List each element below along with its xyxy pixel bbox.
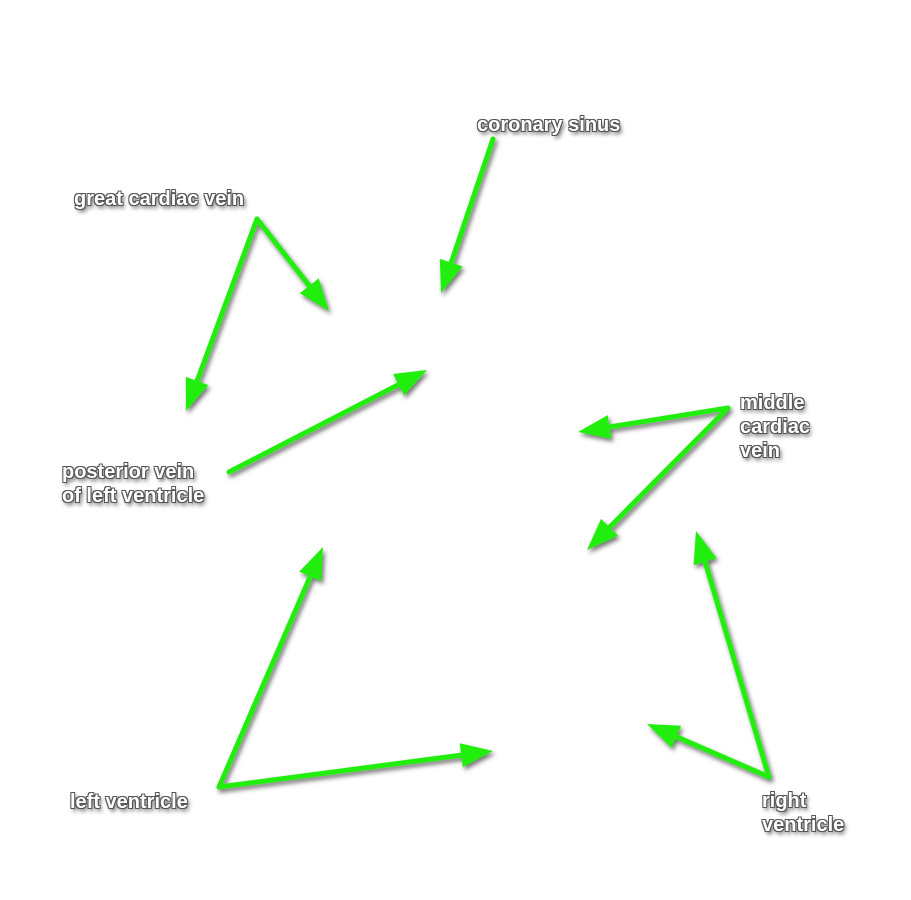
arrow-right-ventricle-up-shaft (702, 557, 772, 780)
arrow-middle-cardiac-vein-upper-head (578, 415, 612, 439)
label-coronary-sinus: coronary sinus (477, 114, 621, 136)
label-left-ventricle: left ventricle (70, 791, 188, 813)
arrow-middle-cardiac-vein-lower-head (587, 518, 619, 550)
label-right-ventricle: right ventricle (762, 790, 845, 836)
label-great-cardiac-vein: great cardiac vein (74, 188, 245, 210)
arrow-posterior-vein-shaft (226, 381, 403, 475)
label-middle-cardiac-vein: middle cardiac vein (740, 392, 811, 462)
arrow-middle-cardiac-vein-upper (578, 405, 731, 439)
arrow-great-cardiac-vein-right (254, 216, 329, 311)
arrow-posterior-vein-head (393, 370, 427, 396)
arrow-left-ventricle-up-head (299, 547, 323, 582)
arrow-middle-cardiac-vein-lower-shaft (605, 405, 731, 532)
arrow-left-ventricle-up-shaft (216, 572, 314, 790)
arrow-great-cardiac-vein-left (185, 216, 260, 411)
arrow-great-cardiac-vein-right-shaft (254, 216, 314, 290)
arrow-right-ventricle-up-head (693, 531, 717, 566)
arrow-left-ventricle-right-shaft (216, 752, 466, 790)
arrow-left-ventricle-right-head (459, 743, 493, 768)
arrow-middle-cardiac-vein-upper-shaft (605, 405, 731, 430)
arrow-middle-cardiac-vein-lower (587, 405, 731, 550)
arrow-posterior-vein (226, 370, 427, 475)
arrow-coronary-sinus-head (439, 258, 463, 293)
arrow-left-ventricle-up (216, 547, 323, 790)
arrow-coronary-sinus (439, 136, 496, 293)
arrow-great-cardiac-vein-left-head (185, 376, 209, 411)
arrow-great-cardiac-vein-left-shaft (193, 216, 260, 386)
arrow-coronary-sinus-shaft (448, 136, 496, 268)
label-posterior-vein-of-left-ventricle: posterior vein of left ventricle (62, 461, 205, 507)
arrow-left-ventricle-right (216, 743, 493, 790)
arrow-right-ventricle-left (647, 724, 772, 780)
arrow-right-ventricle-left-head (647, 724, 682, 748)
arrow-great-cardiac-vein-right-head (299, 278, 329, 311)
arrow-right-ventricle-up (693, 531, 772, 780)
arrow-right-ventricle-left-shaft (672, 733, 772, 780)
